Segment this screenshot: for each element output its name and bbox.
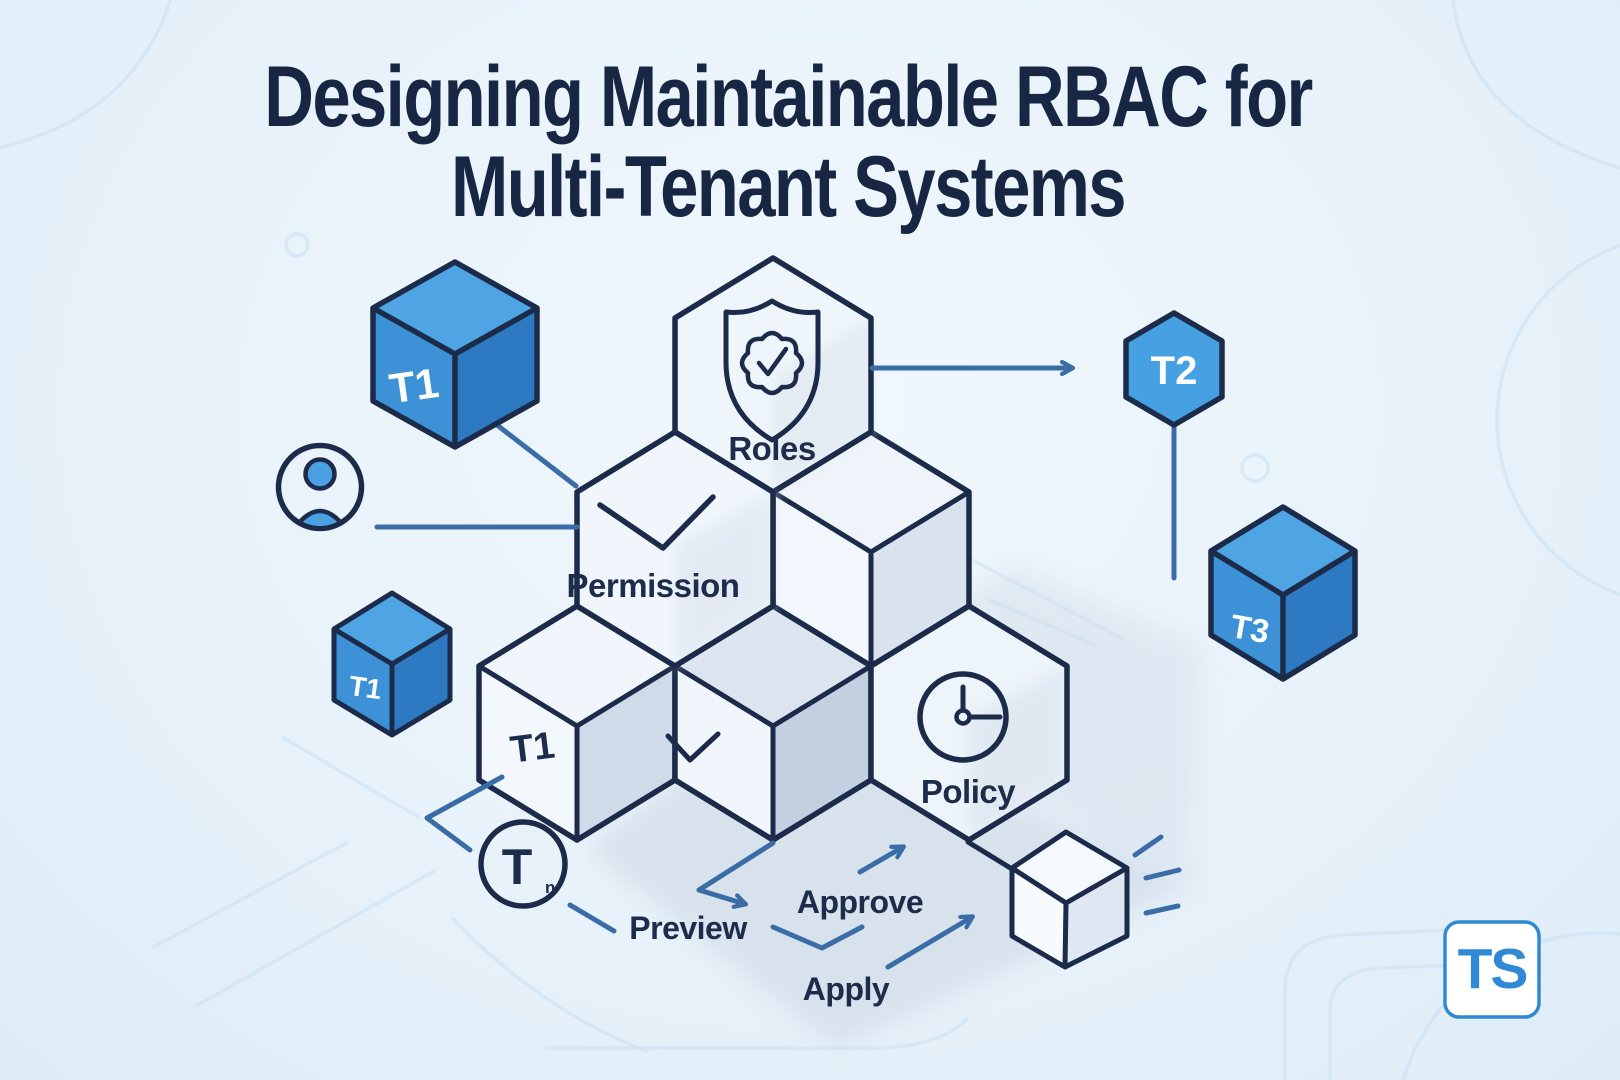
connector-lines — [374, 359, 1177, 970]
tenant-hex-t2: T2 — [1123, 310, 1225, 428]
tenant-tn-label: T — [502, 839, 533, 895]
title-line-2: Multi-Tenant Systems — [451, 139, 1127, 235]
permission-check-icon — [597, 494, 716, 551]
user-avatar-icon — [275, 442, 365, 532]
tenant-t1-label: T1 — [386, 359, 441, 412]
permission-label: Permission — [567, 567, 740, 604]
workflow-step-preview: Preview — [629, 910, 747, 946]
tenant-t1-cell-label: T1 — [508, 725, 557, 772]
ts-logo-text: TS — [1458, 937, 1527, 1001]
policy-label: Policy — [921, 773, 1016, 810]
sparkle-dashes-icon — [1132, 834, 1182, 916]
node-policy: Policy — [868, 603, 1070, 843]
shield-badge-icon — [723, 298, 821, 443]
approve-arrow — [857, 844, 906, 875]
clock-icon — [917, 671, 1009, 763]
t1-to-permission-line — [494, 422, 579, 489]
t1-cell-zigzag-line — [424, 774, 505, 853]
node-roles: Roles — [672, 255, 874, 495]
page-title: Designing Maintainable RBAC for Multi-Te… — [140, 52, 1436, 232]
node-permission: Permission — [567, 429, 776, 669]
workflow-labels: Preview Approve Apply — [629, 884, 923, 1007]
roles-label: Roles — [728, 430, 815, 467]
approve-apply-zigzag — [770, 924, 865, 951]
tenant-t3-label: T3 — [1228, 607, 1272, 650]
ts-logo: TS — [1443, 920, 1541, 1019]
preview-arrow — [696, 887, 749, 909]
title-line-1: Designing Maintainable RBAC for — [264, 49, 1313, 145]
policy-to-cube-line — [965, 839, 1015, 872]
tenant-t2-label: T2 — [1151, 349, 1198, 393]
tenant-cube-t3: T3 — [1208, 504, 1358, 682]
tenant-cube-t1-small: T1 — [331, 590, 453, 738]
cube-check-icon — [665, 731, 721, 763]
apply-arrow — [885, 914, 975, 970]
cube-to-preview-line — [696, 840, 776, 893]
tenant-cube-t1: T1 — [370, 259, 540, 450]
rbac-pyramid: T1 Roles — [476, 255, 1070, 843]
tn-to-preview-line — [567, 902, 617, 934]
workflow-step-apply: Apply — [803, 971, 890, 1007]
workflow-step-approve: Approve — [797, 884, 923, 920]
tenant-tn-subscript: n — [545, 878, 555, 897]
tenant-t1-small-label: T1 — [347, 670, 384, 705]
cube-highlight-icon — [1009, 829, 1182, 970]
tenant-tn-badge: T n — [478, 819, 568, 909]
